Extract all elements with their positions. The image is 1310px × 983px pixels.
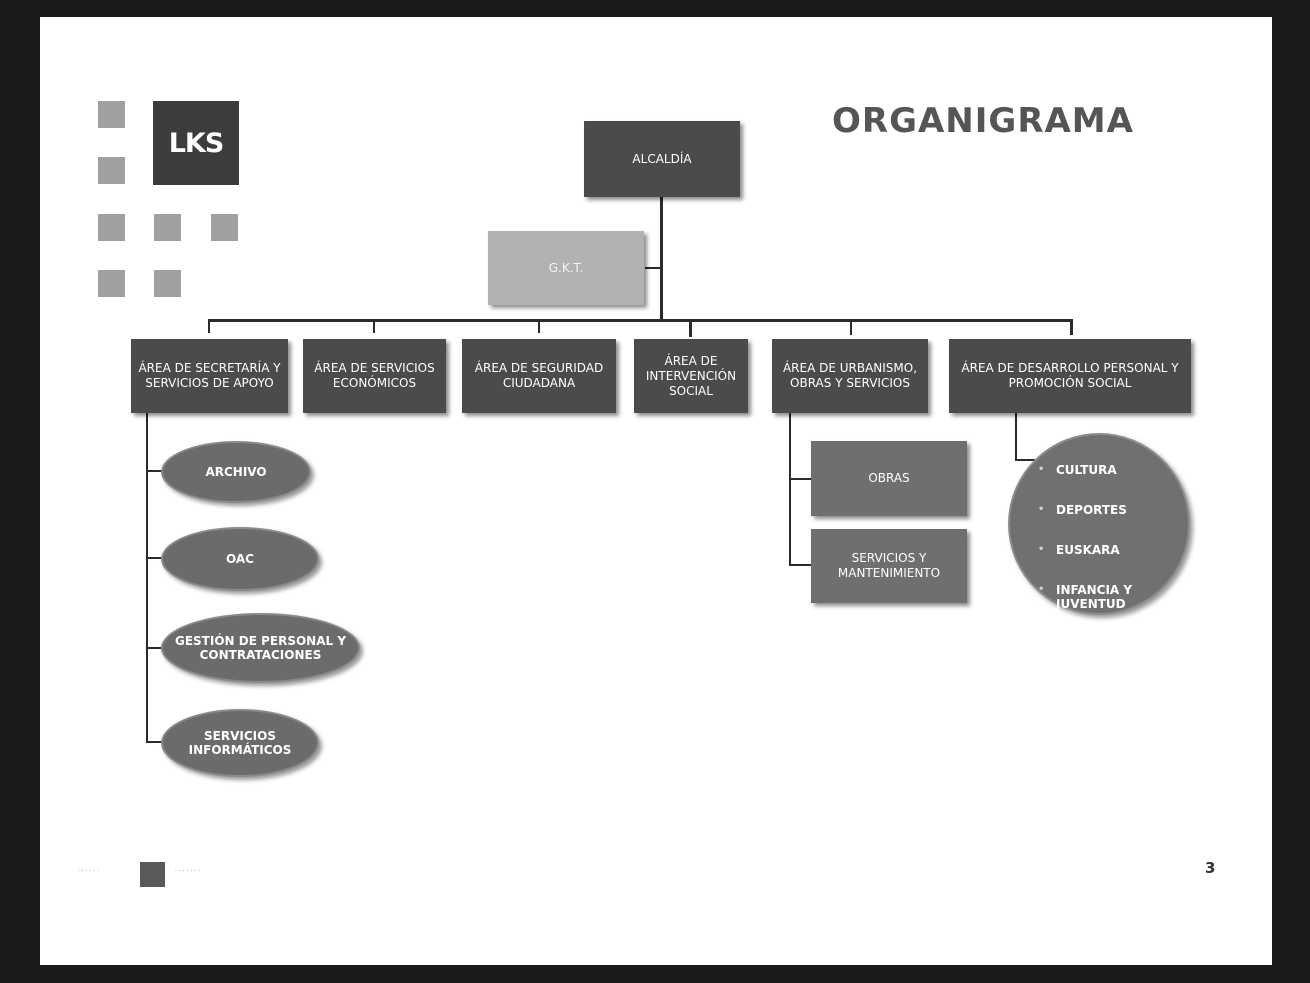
connector-line (538, 319, 540, 333)
connector-line (373, 319, 375, 333)
footer-logo-square (140, 862, 165, 887)
org-box-area-intervencion: ÁREA DE INTERVENCIÓN SOCIAL (634, 339, 748, 413)
footer-text-smudge: · · · · · · · (175, 868, 200, 875)
footer-text-smudge: · · · · · · (78, 868, 99, 875)
lks-logo: LKS (153, 101, 239, 185)
decor-square (98, 270, 125, 297)
connector-line (660, 197, 663, 321)
connector-line (645, 267, 662, 269)
page-title: ORGANIGRAMA (832, 101, 1134, 141)
org-box-area-secretaria: ÁREA DE SECRETARÍA Y SERVICIOS DE APOYO (131, 339, 288, 413)
connector-line (789, 478, 811, 480)
list-item: •CULTURA (1038, 463, 1117, 477)
slide: LKS ORGANIGRAMA ALCALDÍA G.K.T. ÁREA DE … (40, 17, 1272, 965)
bullet-icon: • (1038, 544, 1045, 555)
org-oval-servicios-informaticos: SERVICIOS INFORMÁTICOS (161, 709, 319, 777)
decor-square (154, 270, 181, 297)
org-box-obras: OBRAS (811, 441, 967, 516)
decor-square (98, 101, 125, 128)
connector-line (789, 413, 791, 566)
connector-line (1070, 319, 1073, 335)
org-box-area-urbanismo: ÁREA DE URBANISMO, OBRAS Y SERVICIOS (772, 339, 928, 413)
org-box-gkt: G.K.T. (488, 231, 644, 305)
connector-line (1015, 459, 1035, 461)
org-oval-gestion-personal: GESTIÓN DE PERSONAL Y CONTRATACIONES (161, 613, 360, 683)
connector-line (146, 647, 162, 649)
connector-line (146, 470, 162, 472)
bullet-icon: • (1038, 584, 1045, 595)
bullet-icon: • (1038, 464, 1045, 475)
decor-square (211, 214, 238, 241)
connector-line (689, 319, 692, 337)
org-box-area-economicos: ÁREA DE SERVICIOS ECONÓMICOS (303, 339, 446, 413)
list-item: •INFANCIA Y JUVENTUD (1038, 583, 1133, 611)
connector-line (1015, 413, 1017, 461)
decor-square (154, 214, 181, 241)
org-box-servicios-mantenimiento: SERVICIOS Y MANTENIMIENTO (811, 529, 967, 603)
connector-line (208, 319, 210, 333)
connector-line (208, 319, 1073, 322)
decor-square (98, 214, 125, 241)
list-item: •DEPORTES (1038, 503, 1127, 517)
org-oval-oac: OAC (161, 527, 319, 591)
org-oval-archivo: ARCHIVO (161, 441, 311, 503)
bullet-icon: • (1038, 504, 1045, 515)
connector-line (146, 413, 148, 743)
org-box-area-seguridad: ÁREA DE SEGURIDAD CIUDADANA (462, 339, 616, 413)
connector-line (146, 741, 162, 743)
org-box-area-desarrollo: ÁREA DE DESARROLLO PERSONAL Y PROMOCIÓN … (949, 339, 1191, 413)
connector-line (146, 557, 162, 559)
org-circle-desarrollo-units: •CULTURA •DEPORTES •EUSKARA •INFANCIA Y … (1008, 433, 1190, 615)
connector-line (789, 564, 811, 566)
decor-square (98, 157, 125, 184)
org-box-alcaldia: ALCALDÍA (584, 121, 740, 197)
list-item: •EUSKARA (1038, 543, 1120, 557)
connector-line (850, 319, 852, 335)
page-number: 3 (1205, 859, 1216, 877)
